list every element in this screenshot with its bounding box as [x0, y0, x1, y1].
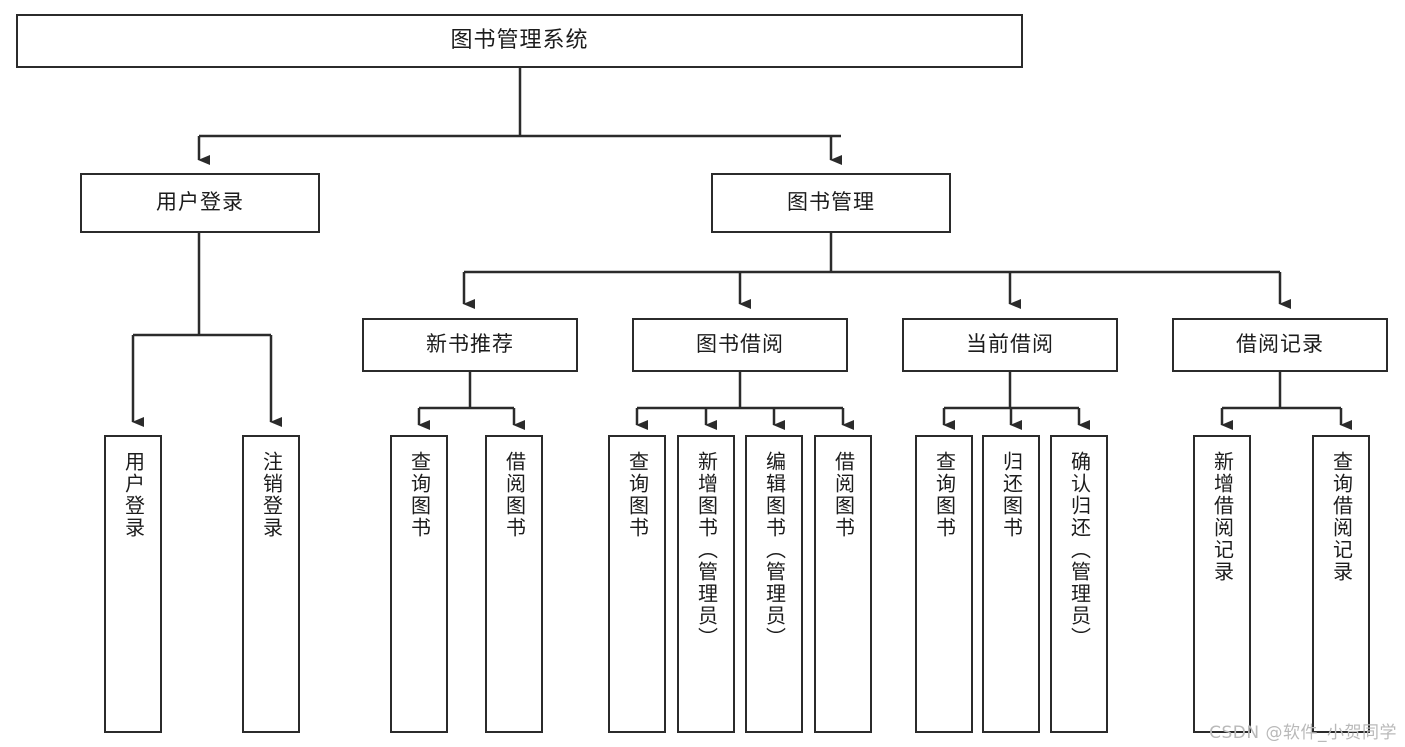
leaf-query-book-current[interactable]: 查询图书: [915, 435, 973, 733]
node-label: 借阅图书: [502, 451, 527, 539]
node-current-borrow[interactable]: 当前借阅: [902, 318, 1118, 372]
node-label: 图书借阅: [696, 332, 784, 357]
node-label: 图书管理系统: [450, 27, 589, 53]
leaf-add-book-admin[interactable]: 新增图书（管理员）: [677, 435, 735, 733]
csdn-watermark: CSDN @软件_小贺同学: [1209, 723, 1397, 743]
leaf-edit-book-admin[interactable]: 编辑图书（管理员）: [745, 435, 803, 733]
leaf-logout-login[interactable]: 注销登录: [242, 435, 300, 733]
node-book-management[interactable]: 图书管理: [711, 173, 951, 233]
node-label: 查询图书: [625, 451, 650, 539]
node-book-borrow[interactable]: 图书借阅: [632, 318, 848, 372]
leaf-user-login[interactable]: 用户登录: [104, 435, 162, 733]
node-label: 借阅图书: [831, 451, 856, 539]
node-new-book-recommend[interactable]: 新书推荐: [362, 318, 578, 372]
node-label: 注销登录: [259, 451, 284, 539]
leaf-query-borrow-record[interactable]: 查询借阅记录: [1312, 435, 1370, 733]
node-label: 归还图书: [999, 451, 1024, 539]
node-label: 图书管理: [787, 190, 875, 215]
node-user-login[interactable]: 用户登录: [80, 173, 320, 233]
node-label: 新书推荐: [426, 332, 514, 357]
node-label: 新增图书（管理员）: [694, 451, 719, 649]
leaf-borrow-book[interactable]: 借阅图书: [814, 435, 872, 733]
node-label: 用户登录: [156, 190, 244, 215]
node-label: 查询借阅记录: [1329, 451, 1354, 583]
node-root-system[interactable]: 图书管理系统: [16, 14, 1023, 68]
node-borrow-record[interactable]: 借阅记录: [1172, 318, 1388, 372]
leaf-query-book-recommend[interactable]: 查询图书: [390, 435, 448, 733]
node-label: 当前借阅: [966, 332, 1054, 357]
leaf-add-borrow-record[interactable]: 新增借阅记录: [1193, 435, 1251, 733]
node-label: 确认归还（管理员）: [1067, 451, 1092, 649]
node-label: 借阅记录: [1236, 332, 1324, 357]
leaf-borrow-book-recommend[interactable]: 借阅图书: [485, 435, 543, 733]
node-label: 用户登录: [121, 451, 146, 539]
leaf-query-book-borrow[interactable]: 查询图书: [608, 435, 666, 733]
node-label: 编辑图书（管理员）: [762, 451, 787, 649]
node-label: 查询图书: [407, 451, 432, 539]
node-label: 查询图书: [932, 451, 957, 539]
leaf-return-book[interactable]: 归还图书: [982, 435, 1040, 733]
node-label: 新增借阅记录: [1210, 451, 1235, 583]
leaf-confirm-return-admin[interactable]: 确认归还（管理员）: [1050, 435, 1108, 733]
